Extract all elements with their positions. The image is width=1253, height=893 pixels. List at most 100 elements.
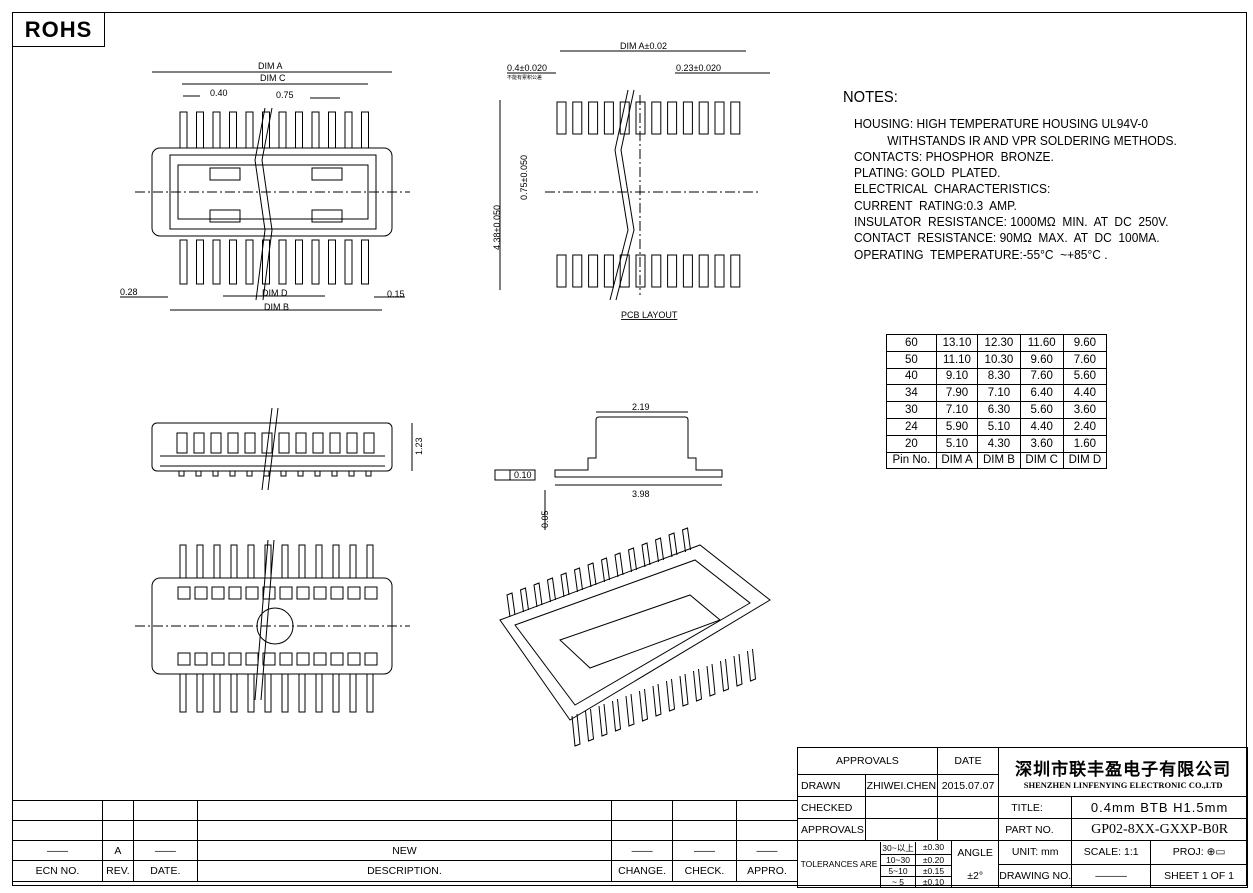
bottom-pin (196, 673, 204, 713)
dimension-cell: 9.60 (1062, 334, 1108, 352)
pcb-pad (667, 101, 678, 135)
pcb-pad (572, 101, 583, 135)
drawing-outline (554, 416, 723, 478)
tolerance-value: ±0.30 (922, 841, 945, 852)
dimension-cell: 4.40 (1062, 384, 1108, 403)
bottom-pin (366, 544, 374, 579)
bottom-pin (213, 544, 221, 579)
dim-015-label: 0.15 (387, 289, 405, 299)
approvals-label: APPROVALS (797, 818, 866, 841)
contact-pin (245, 111, 254, 149)
dimension-cell: 6.40 (1019, 384, 1064, 403)
dimension-header-cell: DIM B (977, 451, 1021, 470)
side-contact (193, 432, 205, 454)
tolerance-range: 10~30 (881, 854, 916, 865)
drawn-label: DRAWN (797, 774, 866, 797)
contact-pin (229, 111, 237, 149)
note-line: ELECTRICAL CHARACTERISTICS: (854, 181, 1051, 197)
bottom-pin (230, 673, 238, 713)
drawing-outline (169, 154, 377, 230)
side-contact (210, 432, 222, 454)
tolerances-label: TOLERANCES ARE (800, 859, 878, 869)
dimension-cell: 3.60 (1019, 434, 1064, 453)
contact-window (177, 586, 191, 600)
pcb-pitch-note: 不能有累积公差 (507, 74, 542, 81)
contact-pin (361, 239, 369, 285)
bottom-pin (332, 544, 340, 579)
contact-window (296, 586, 310, 600)
contact-window (364, 652, 378, 666)
revision-table: ——A——NEW—————— ECN NO.REV.DATE.DESCRIPTI… (12, 800, 799, 882)
contact-window (262, 652, 276, 666)
pcb-pad (651, 254, 662, 288)
revision-cell: —— (735, 840, 799, 861)
side-contact (278, 432, 290, 454)
dimension-cell: 60 (886, 334, 937, 352)
drawing-no-label: DRAWING NO. (998, 863, 1073, 888)
contact-window (211, 652, 225, 666)
sheet-border (12, 12, 1247, 886)
bottom-pin (281, 544, 289, 579)
dimension-header-cell: DIM D (1062, 451, 1108, 470)
drawing-outline (261, 407, 273, 491)
dim-b-label: DIM B (264, 302, 289, 312)
dimension-header-cell: DIM A (935, 451, 979, 470)
drawing-line (256, 607, 294, 645)
pitch-label: 0.40 (210, 88, 228, 98)
end-view: 2.19 3.98 0.10 0.05 (494, 402, 723, 530)
tolerance-range: ~ 5 (881, 876, 916, 887)
part-no-value: GP02-8XX-GXXP-B0R (1071, 818, 1248, 841)
isometric-view (499, 527, 771, 747)
bottom-pin (315, 544, 323, 579)
projection-icon: ⊕▭ (1206, 846, 1226, 859)
scale-label: SCALE: (1083, 846, 1122, 859)
drawn-date: 2015.07.07 (936, 774, 1000, 797)
angle-label: ANGLE (957, 846, 993, 859)
contact-window (228, 586, 242, 600)
contact-pin (278, 239, 287, 285)
contact-pin (295, 239, 303, 285)
tolerance-range: 30~以上 (881, 841, 916, 854)
iso-pin (587, 562, 597, 588)
bottom-pin (196, 544, 204, 579)
company-name-cn: 深圳市联丰盈电子有限公司 (1015, 759, 1232, 779)
bottom-pin (264, 673, 272, 713)
dimension-cell: 30 (886, 401, 937, 419)
dimension-cell: 5.90 (935, 417, 979, 436)
pcb-pad (730, 254, 741, 288)
side-contact (363, 432, 375, 454)
dimension-cell: 24 (886, 417, 937, 436)
contact-pin (262, 111, 270, 149)
note-line: OPERATING TEMPERATURE:-55°C ~+85°C . (854, 246, 1108, 262)
tolerance-value: ±0.20 (922, 854, 945, 865)
dimension-cell: 7.10 (977, 384, 1021, 403)
contact-window (347, 586, 361, 600)
contact-window (194, 652, 208, 666)
dimension-cell: 7.90 (935, 384, 979, 403)
approvals-header: APPROVALS (797, 747, 938, 775)
scale-value: 1:1 (1124, 846, 1139, 859)
side-contact-foot (297, 470, 304, 477)
revision-cell: DESCRIPTION. (196, 860, 613, 882)
pcb-pad (619, 254, 630, 288)
side-view: 1.23 (151, 407, 424, 491)
checked-label: CHECKED (797, 796, 866, 819)
side-contact-foot (365, 470, 372, 477)
dimension-header-cell: DIM C (1019, 451, 1064, 470)
pcb-pad (603, 254, 614, 288)
pcb-pad (635, 254, 646, 288)
contact-pin (328, 239, 336, 285)
dimension-cell: 1.60 (1062, 434, 1108, 453)
pcb-pad (651, 101, 662, 135)
contact-pin (361, 111, 369, 149)
dimension-cell: 34 (886, 384, 937, 403)
revision-cell: REV. (101, 860, 134, 882)
side-contact (295, 432, 307, 454)
angle-value: ±2° (967, 869, 984, 882)
note-line: CONTACTS: PHOSPHOR BRONZE. (854, 148, 1054, 164)
